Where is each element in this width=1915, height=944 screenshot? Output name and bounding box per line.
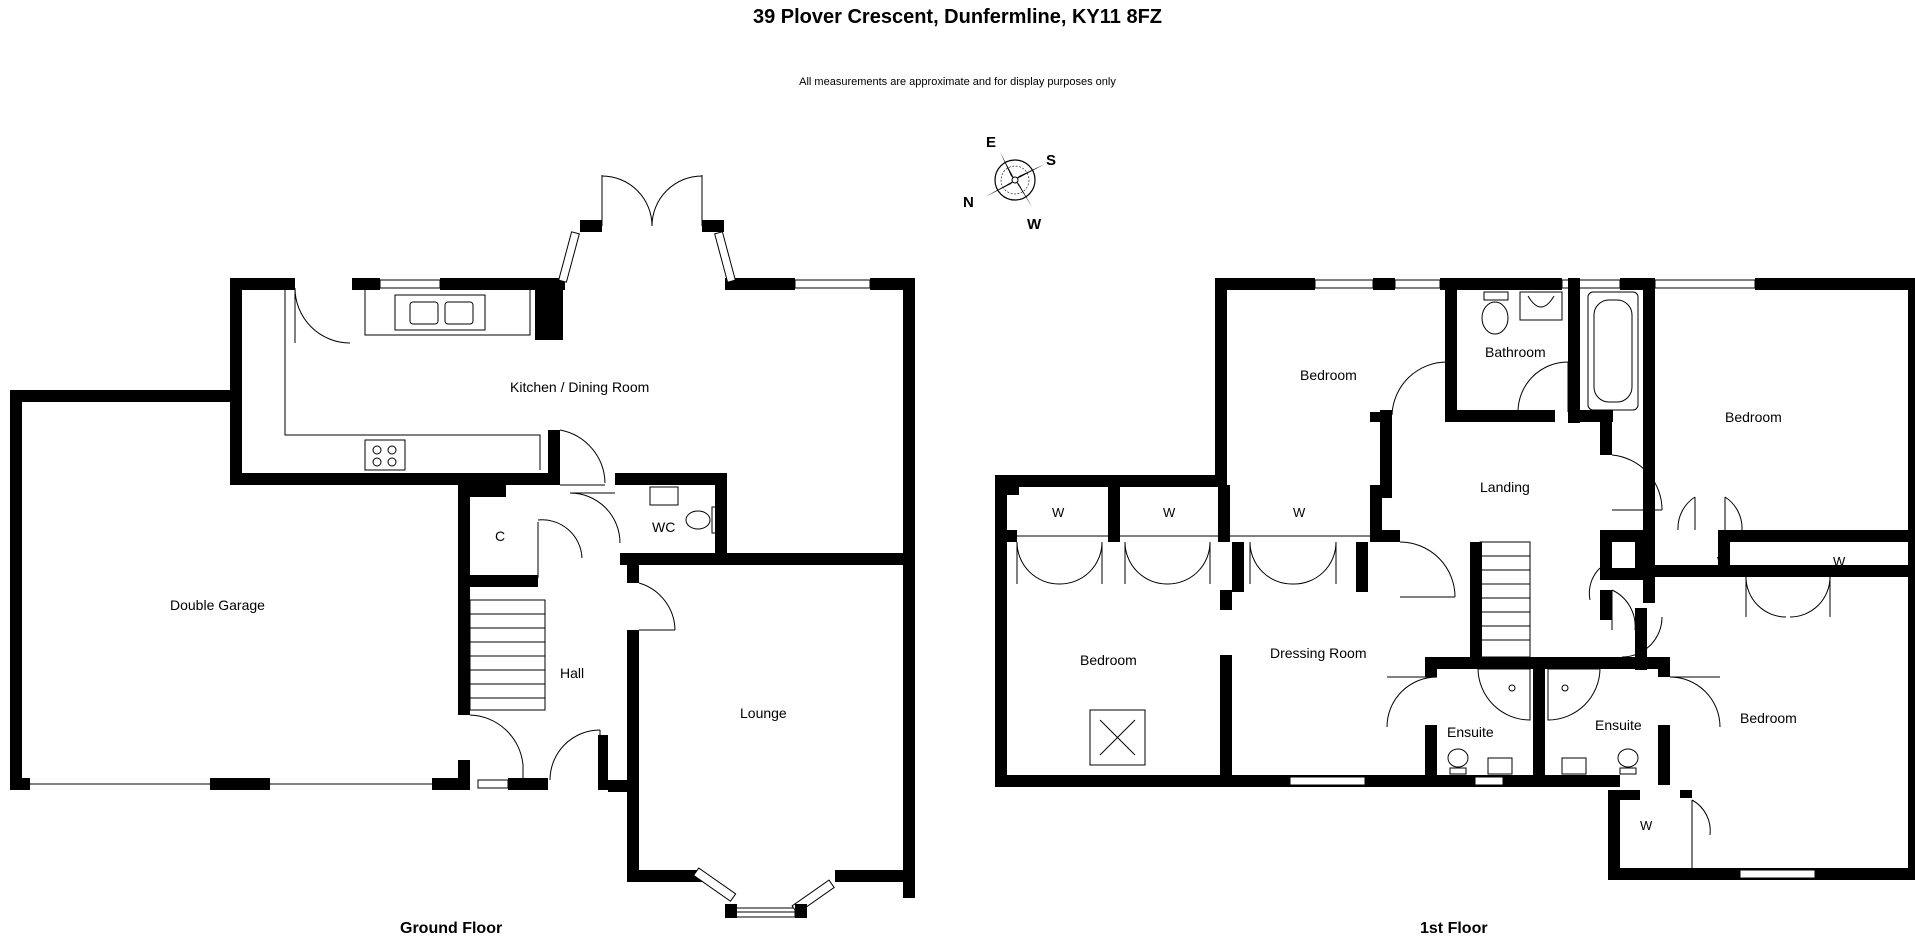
room-landing-label: Landing [1480,479,1530,495]
room-ensuite-1-label: Ensuite [1447,724,1494,740]
compass-s-label: S [1046,152,1056,169]
wardrobe-label: W [1717,554,1730,569]
room-garage-label: Double Garage [170,597,265,613]
wardrobe-label: W [1052,505,1065,520]
ground-stairs [470,613,545,699]
compass-n-label: N [963,194,974,211]
room-dressing-label: Dressing Room [1270,645,1366,661]
first-floor-label: 1st Floor [1420,920,1488,937]
room-cupboard-label: C [495,528,505,544]
page-title: 39 Plover Crescent, Dunfermline, KY11 8F… [752,6,1163,28]
room-bedroom-w-label: Bedroom [1080,652,1137,668]
wardrobe-label: W [1163,505,1176,520]
room-bathroom-label: Bathroom [1485,344,1546,360]
room-ensuite-2-label: Ensuite [1595,717,1642,733]
wardrobe-label: W [1293,505,1306,520]
disclaimer-text: All measurements are approximate and for… [799,76,1116,88]
room-bedroom-se-label: Bedroom [1740,710,1797,726]
ground-floor-label: Ground Floor [400,920,503,937]
wardrobe-label: W [1640,818,1653,833]
ground-floor-plan: Kitchen / Dining Room Double Garage C WC… [10,175,915,918]
wardrobe-label: W [1833,554,1846,569]
room-bedroom-ne-label: Bedroom [1725,409,1782,425]
room-hall-label: Hall [560,665,584,681]
compass-w-label: W [1027,216,1042,233]
room-wc-label: WC [652,519,675,535]
room-kitchen-label: Kitchen / Dining Room [510,379,649,395]
room-lounge-label: Lounge [740,705,787,721]
room-bedroom-nw-label: Bedroom [1300,367,1357,383]
compass-rose-icon: E S N W [963,134,1056,233]
compass-e-label: E [986,134,996,151]
room-cupboard-ff-label: C [1636,554,1645,569]
first-floor-plan: Bedroom Bathroom Bedroom Landing Bedroom… [995,278,1915,880]
